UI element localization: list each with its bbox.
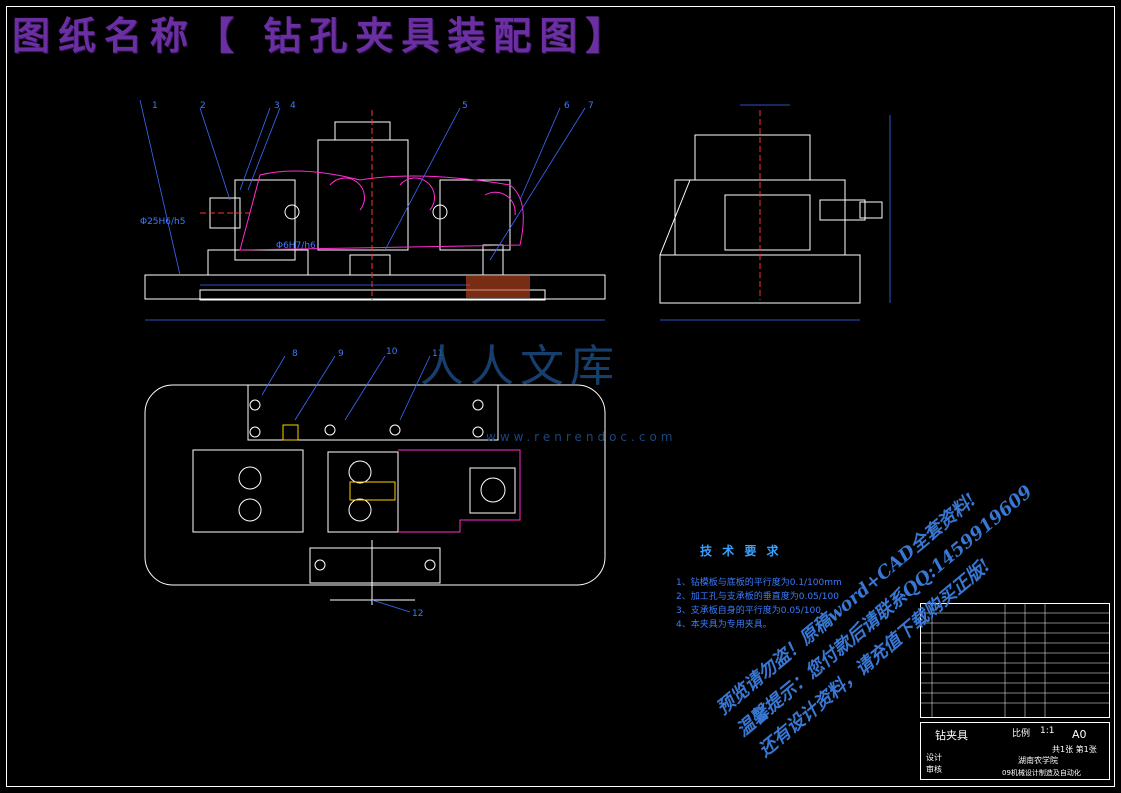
front-view	[144, 121, 606, 301]
parts-list	[920, 603, 1110, 718]
part-label: 10	[386, 347, 398, 357]
title-block-dept: 09机械设计制造及自动化	[1002, 769, 1081, 777]
side-view-dims	[660, 104, 891, 321]
fit-annotation: Φ25H6/h5	[140, 217, 186, 227]
tech-requirements-title: 技 术 要 求	[700, 544, 782, 558]
part-labels: 1 2 3 4 5 6 7 8 9 10 11 12 Φ25H6/h5 Φ6H7…	[140, 101, 594, 619]
side-view	[659, 134, 883, 304]
parts-list-grid	[920, 603, 1110, 718]
watermark-url: www.renrendoc.com	[486, 430, 677, 444]
part-label: 12	[412, 609, 423, 619]
part-label: 4	[290, 101, 296, 111]
pin-highlight	[282, 424, 299, 441]
part-label: 9	[338, 349, 344, 359]
title-block	[920, 722, 1110, 780]
part-label: 8	[292, 349, 298, 359]
title-block-checker: 审核	[926, 765, 942, 774]
title-block-scale-label: 比例	[1012, 729, 1031, 739]
part-label: 3	[274, 101, 280, 111]
top-view	[144, 384, 606, 605]
tech-requirement-item: 4、本夹具为专用夹具。	[676, 620, 772, 630]
tech-requirement-item: 1、钻模板与底板的平行度为0.1/100mm	[676, 578, 842, 588]
part-label: 11	[432, 349, 443, 359]
front-view-centerlines	[200, 110, 373, 300]
watermark-logo: 人人文库	[420, 341, 620, 392]
front-view-hidden	[239, 170, 524, 251]
title-block-scale: 1:1	[1040, 726, 1055, 736]
title-block-sheet-info: 共1张 第1张	[1052, 745, 1097, 754]
title-block-designer: 设计	[926, 753, 942, 762]
part-label: 6	[564, 101, 570, 111]
drawing-title: 图纸名称【 钻孔夹具装配图】	[12, 13, 632, 58]
part-label: 5	[462, 101, 468, 111]
front-view-dims	[139, 99, 605, 321]
part-label: 1	[152, 101, 158, 111]
title-block-sheet-size: A0	[1072, 728, 1087, 741]
top-view-leaders	[261, 355, 431, 613]
drawing-border	[6, 6, 1115, 787]
title-block-name: 钻夹具	[935, 729, 968, 742]
jig-bushing-highlight	[349, 481, 396, 501]
part-label: 2	[200, 101, 206, 111]
tech-requirement-item: 3、支承板自身的平行度为0.05/100	[676, 606, 821, 616]
section-hatch	[466, 276, 530, 298]
tech-requirement-item: 2、加工孔与支承板的垂直度为0.05/100	[676, 592, 839, 602]
part-label: 7	[588, 101, 594, 111]
fit-annotation: Φ6H7/h6	[276, 241, 316, 251]
top-view-hidden	[398, 449, 521, 533]
title-block-school: 湖南农学院	[1018, 756, 1058, 765]
